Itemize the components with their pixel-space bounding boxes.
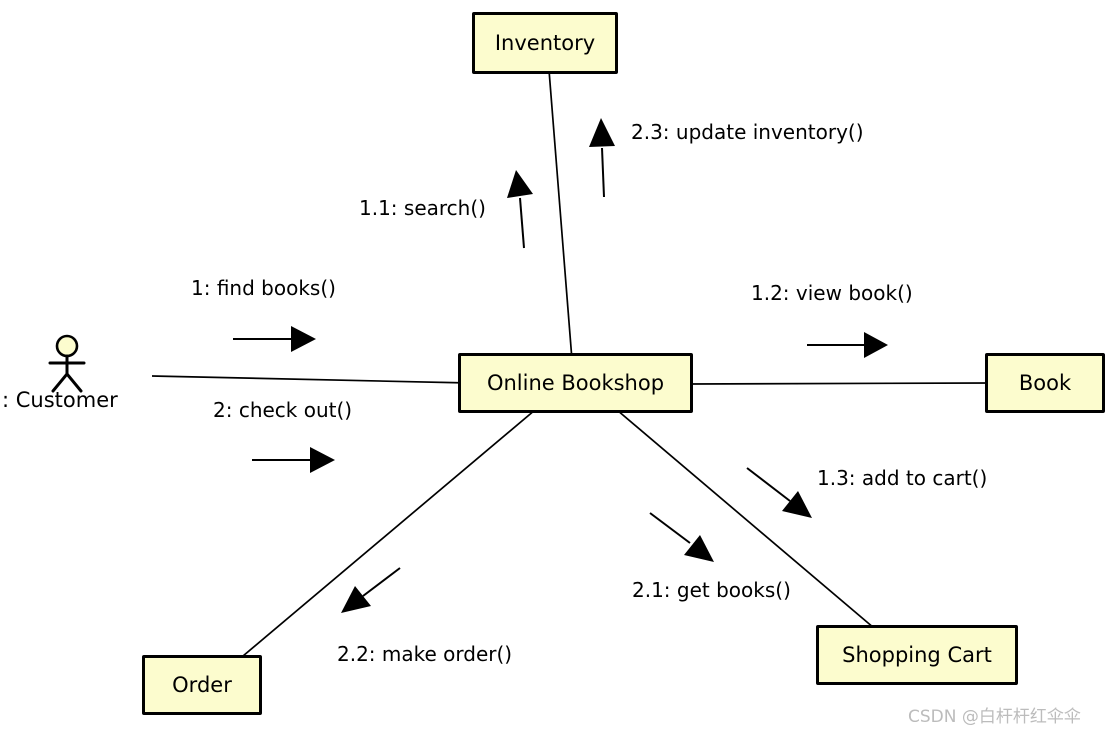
arrow-update-inventory: [589, 118, 615, 198]
arrow-check-out-head: [310, 447, 335, 473]
link-bookshop-cart: [616, 409, 875, 629]
watermark: CSDN @白杆杆红伞伞: [908, 707, 1081, 727]
arrow-add-to-cart: [746, 467, 812, 518]
node-shopping-cart-label: Shopping Cart: [842, 643, 992, 667]
message-search: 1.1: search(): [359, 196, 486, 220]
arrow-get-books-head: [684, 535, 714, 562]
arrow-check-out: [252, 447, 335, 473]
arrow-make-order: [341, 567, 401, 613]
link-bookshop-inventory: [548, 69, 573, 361]
actor-customer-icon: [48, 334, 86, 393]
arrow-add-to-cart-shaft: [746, 467, 791, 502]
message-add-to-cart: 1.3: add to cart(): [817, 466, 988, 490]
arrow-update-inventory-head: [589, 118, 615, 147]
node-inventory: Inventory: [472, 12, 618, 74]
arrow-get-books: [649, 512, 714, 562]
node-order-label: Order: [172, 673, 232, 697]
arrow-view-book: [807, 332, 888, 358]
actor-right-leg: [65, 372, 83, 393]
arrow-find-books: [233, 326, 316, 352]
link-bookshop-order: [242, 409, 536, 657]
node-order: Order: [142, 655, 262, 715]
arrow-get-books-shaft: [649, 512, 691, 544]
actor-head: [55, 334, 79, 358]
node-online-bookshop-label: Online Bookshop: [486, 371, 665, 395]
arrow-search-shaft: [519, 197, 525, 249]
node-inventory-label: Inventory: [494, 31, 596, 55]
node-shopping-cart: Shopping Cart: [816, 625, 1018, 685]
node-book: Book: [985, 353, 1105, 413]
arrow-add-to-cart-head: [782, 491, 812, 518]
node-online-bookshop: Online Bookshop: [458, 353, 693, 413]
message-view-book: 1.2: view book(): [751, 281, 913, 305]
link-bookshop-book: [689, 382, 991, 385]
arrow-search: [507, 170, 533, 249]
message-get-books: 2.1: get books(): [632, 578, 791, 602]
arrow-find-books-head: [291, 326, 316, 352]
node-book-label: Book: [1018, 371, 1072, 395]
message-make-order: 2.2: make order(): [337, 642, 513, 666]
arrow-search-head: [507, 170, 533, 198]
link-customer-bookshop: [151, 375, 471, 384]
message-update-inventory: 2.3: update inventory(): [631, 120, 864, 144]
message-check-out: 2: check out(): [213, 398, 353, 422]
arrow-update-inventory-shaft: [601, 147, 605, 198]
arrow-view-book-head: [864, 332, 888, 358]
arrow-make-order-shaft: [362, 567, 401, 597]
message-find-books: 1: find books(): [191, 276, 336, 300]
actor-customer-label: : Customer: [2, 388, 118, 412]
actor-left-leg: [51, 372, 69, 393]
arrow-make-order-head: [341, 586, 371, 613]
